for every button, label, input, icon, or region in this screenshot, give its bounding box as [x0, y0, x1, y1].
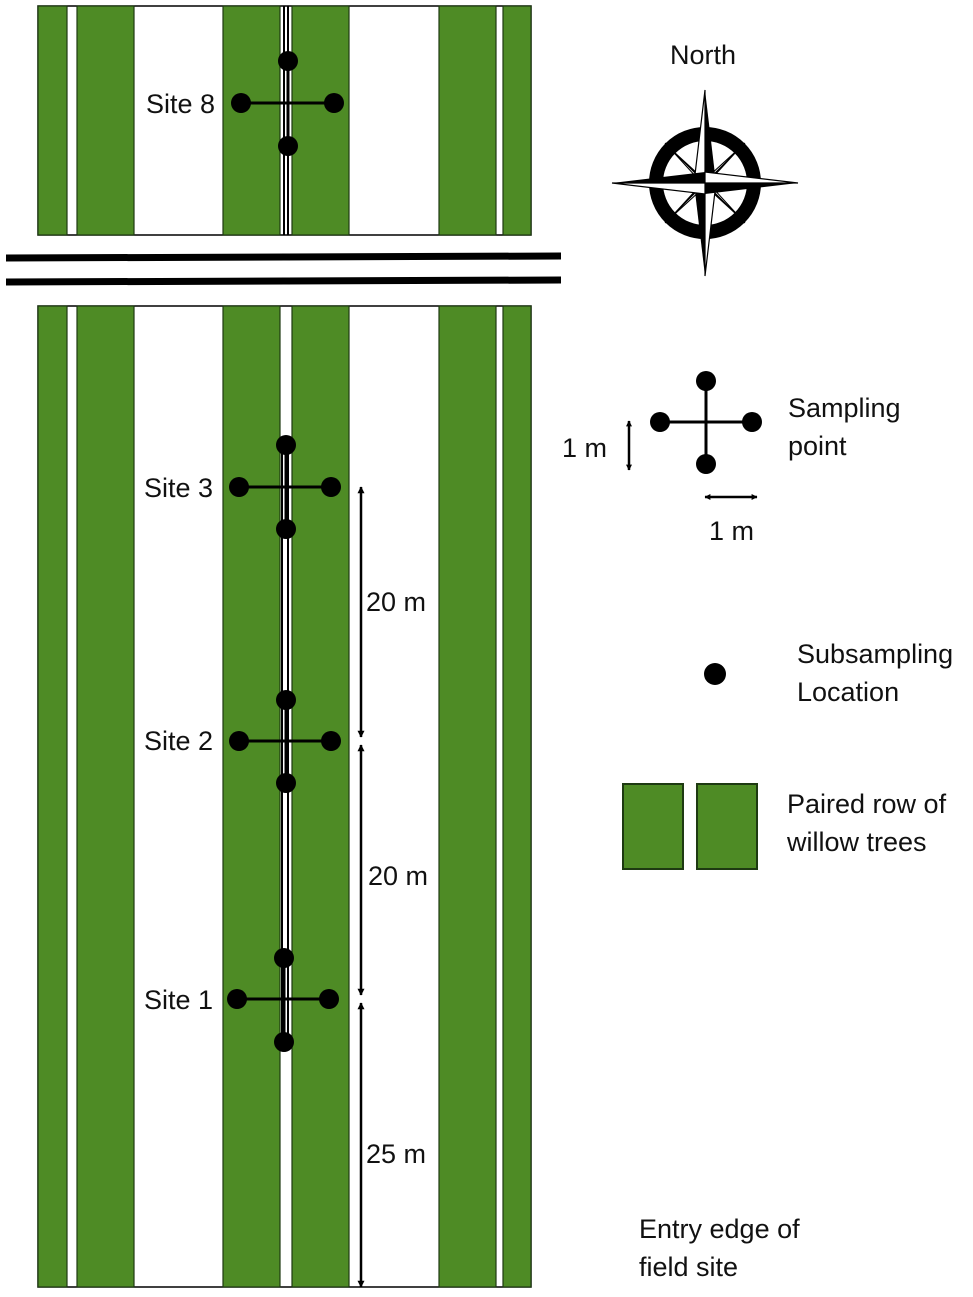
tree-row: [502, 305, 532, 1288]
subsampling-dot: [278, 136, 298, 156]
north-label: North: [670, 40, 736, 70]
subsampling-dot: [278, 51, 298, 71]
legend-subsampling-line1: Subsampling: [797, 639, 953, 669]
subsampling-dot: [321, 477, 341, 497]
main-field-section: [37, 305, 532, 1288]
legend-paired-row-line1: Paired row of: [787, 789, 947, 819]
tree-row: [76, 305, 135, 1288]
subsampling-dot: [227, 989, 247, 1009]
horizontal-scale-label: 1 m: [709, 516, 754, 546]
legend-sampling-point-line1: Sampling: [788, 393, 901, 423]
tree-row: [222, 5, 281, 236]
tree-row: [291, 5, 350, 236]
tree-row: [222, 305, 281, 1288]
legend-tree-row-swatch: [696, 783, 758, 870]
tree-row: [438, 5, 497, 236]
site3-label: Site 3: [144, 473, 213, 503]
top-field-section: [37, 5, 532, 236]
site1-label: Site 1: [144, 985, 213, 1015]
tree-row: [37, 305, 68, 1288]
legend-subsampling-dot: [704, 663, 726, 685]
subsampling-dot: [276, 435, 296, 455]
subsampling-dot: [276, 519, 296, 539]
vertical-scale-label: 1 m: [562, 433, 607, 463]
legend-tree-row-swatch: [622, 783, 684, 870]
distance-label-site1-entry: 25 m: [366, 1139, 426, 1169]
sampling-point-site2: [229, 690, 341, 793]
subsampling-dot: [229, 477, 249, 497]
subsampling-dot: [324, 93, 344, 113]
compass-rose-icon: [611, 89, 799, 277]
subsampling-dot: [231, 93, 251, 113]
subsampling-dot: [274, 948, 294, 968]
subsampling-dot: [321, 731, 341, 751]
legend-sampling-point-line2: point: [788, 431, 847, 461]
entry-edge-line2: field site: [639, 1252, 738, 1282]
sampling-point-site3: [229, 435, 341, 539]
site2-label: Site 2: [144, 726, 213, 756]
sampling-point-site8: [231, 51, 344, 156]
site8-label: Site 8: [146, 89, 215, 119]
tree-row: [502, 5, 532, 236]
section-break: [5, 252, 562, 286]
legend-sampling-point-symbol: [650, 371, 762, 474]
legend-paired-row-line2: willow trees: [786, 827, 927, 857]
subsampling-dot: [274, 1032, 294, 1052]
subsampling-dot: [276, 773, 296, 793]
subsampling-dot: [319, 989, 339, 1009]
entry-edge-line1: Entry edge of: [639, 1214, 800, 1244]
subsampling-dot: [229, 731, 249, 751]
tree-row: [438, 305, 497, 1288]
sampling-point-site1: [227, 948, 339, 1052]
tree-row: [37, 5, 68, 236]
distance-label-site3-site2: 20 m: [366, 587, 426, 617]
tree-row: [291, 305, 350, 1288]
subsampling-dot: [276, 690, 296, 710]
legend-subsampling-line2: Location: [797, 677, 899, 707]
tree-row: [76, 5, 135, 236]
distance-label-site2-site1: 20 m: [368, 861, 428, 891]
